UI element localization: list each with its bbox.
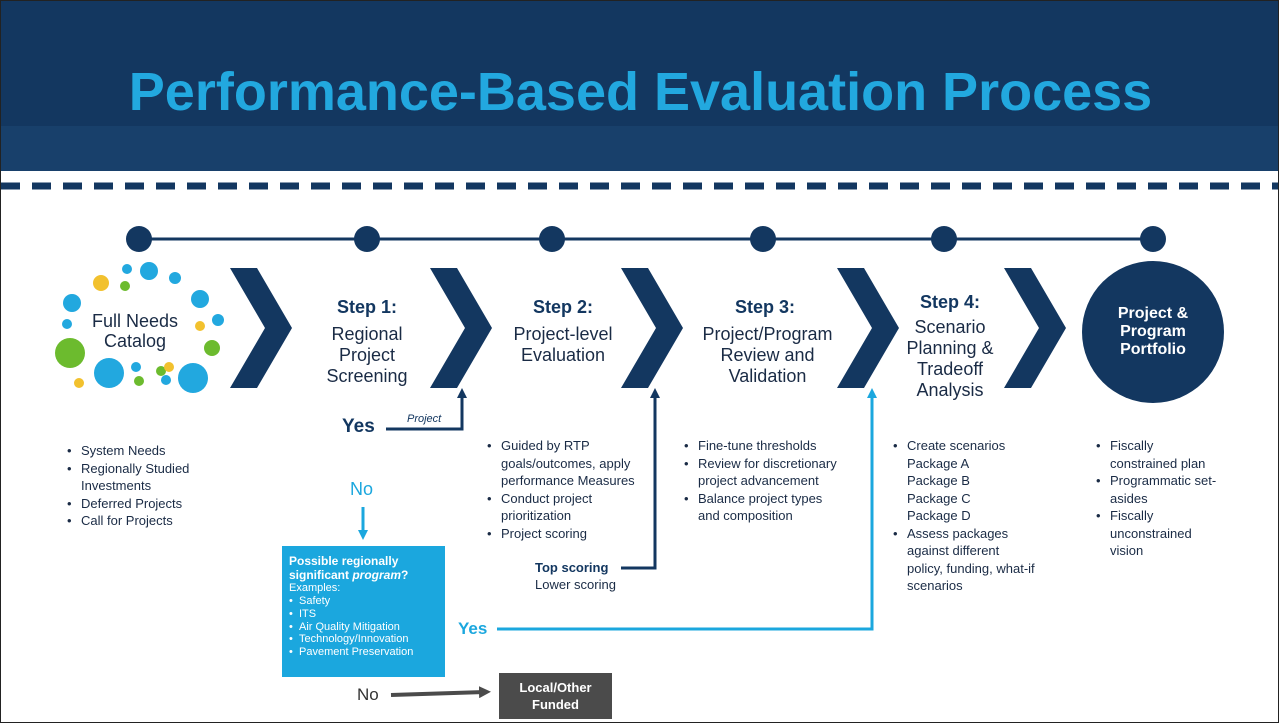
list-item: Pavement Preservation xyxy=(289,646,438,659)
step1-label-line: Project xyxy=(338,345,396,365)
step3-label-line: Validation xyxy=(728,366,807,386)
step2-bullets: Guided by RTP goals/outcomes, apply perf… xyxy=(487,437,637,542)
timeline-node xyxy=(126,226,152,252)
timeline-node xyxy=(750,226,776,252)
portfolio-label-line: Project & xyxy=(1117,305,1189,322)
portfolio-label: Project & Program Portfolio xyxy=(1088,305,1218,359)
step4-label-line: Planning & xyxy=(906,338,994,358)
list-item: Guided by RTP goals/outcomes, apply perf… xyxy=(487,437,637,490)
package-item: Package A xyxy=(907,455,970,471)
package-item: Package C xyxy=(907,490,971,506)
list-item: Technology/Innovation xyxy=(289,633,438,646)
list-item: System Needs xyxy=(67,442,237,460)
step2-title: Step 2: xyxy=(532,297,593,317)
chevron-arrow-icon xyxy=(621,268,683,388)
package-item: Package B xyxy=(907,473,970,488)
portfolio-label-line: Program xyxy=(1120,323,1186,340)
step2-label: Project-level Evaluation xyxy=(483,324,643,366)
step3-label: Project/Program Review and Validation xyxy=(690,324,845,387)
list-item: Safety xyxy=(289,595,438,608)
package-item: Package D xyxy=(907,508,971,523)
step3-title: Step 3: xyxy=(734,297,795,317)
local-box-line: Funded xyxy=(532,697,579,712)
list-item: Fiscally unconstrained vision xyxy=(1096,507,1221,560)
portfolio-label-line: Portfolio xyxy=(1120,341,1186,358)
top-scoring-arrow xyxy=(621,388,660,570)
chevron-arrow-icon xyxy=(837,268,899,388)
list-item: Create scenarios xyxy=(893,437,1038,455)
list-item: ITS xyxy=(289,608,438,621)
step1-title: Step 1: xyxy=(336,297,397,317)
yes-label: Yes xyxy=(342,416,375,437)
step2-label-line: Evaluation xyxy=(520,345,606,365)
project-label: Project xyxy=(407,413,442,425)
examples-label: Examples: xyxy=(289,582,341,594)
list-item: Conduct project prioritization xyxy=(487,490,637,525)
no-local-label: No xyxy=(357,685,379,704)
program-box-heading-text: Possible regionally significant xyxy=(289,554,399,582)
step1-label: Regional Project Screening xyxy=(292,324,442,387)
timeline-node xyxy=(354,226,380,252)
step3-bullets: Fine-tune thresholds Review for discreti… xyxy=(684,437,844,525)
list-item: Programmatic set-asides xyxy=(1096,472,1221,507)
list-item: Fiscally constrained plan xyxy=(1096,437,1221,472)
step1-label-line: Regional xyxy=(331,324,403,344)
catalog-label: Full Needs Catalog xyxy=(75,311,195,351)
step4-label-line: Tradeoff xyxy=(916,359,984,379)
list-item: Review for discretionary project advance… xyxy=(684,455,844,490)
list-item: Project scoring xyxy=(487,525,637,543)
list-item: Deferred Projects xyxy=(67,495,237,513)
yes-project-arrow xyxy=(386,388,467,431)
chevron-arrow-icon xyxy=(1004,268,1066,388)
program-box-heading-end: ? xyxy=(401,568,409,582)
list-item: Fine-tune thresholds xyxy=(684,437,844,455)
program-box-heading-emphasis: program xyxy=(352,568,402,582)
chevron-arrow-icon xyxy=(430,268,492,388)
program-box: Possible regionally significant program?… xyxy=(282,546,445,677)
yes-program-arrow xyxy=(497,388,877,631)
step3-label-line: Project/Program xyxy=(702,324,833,344)
catalog-label-line: Full Needs xyxy=(91,311,179,331)
step4-label: Scenario Planning & Tradeoff Analysis xyxy=(885,317,1015,401)
list-item: Call for Projects xyxy=(67,512,237,530)
portfolio-bullets: Fiscally constrained plan Programmatic s… xyxy=(1096,437,1221,560)
title-banner-band xyxy=(1,126,1278,171)
no-local-arrow xyxy=(390,686,491,699)
step4-title: Step 4: xyxy=(919,292,980,312)
local-funded-box: Local/Other Funded xyxy=(499,673,612,719)
catalog-label-line: Catalog xyxy=(103,331,167,351)
needs-catalog-bubbles-icon xyxy=(55,262,224,393)
page-title: Performance-Based Evaluation Process xyxy=(128,62,1153,122)
step4-bullets: Create scenarios Package A Package B Pac… xyxy=(893,437,1038,595)
catalog-bullets: System Needs Regionally Studied Investme… xyxy=(67,442,237,530)
portfolio-circle xyxy=(1082,261,1224,403)
list-item: Regionally Studied Investments xyxy=(67,460,237,495)
list-item: Balance project types and composition xyxy=(684,490,844,525)
lower-scoring-label: Lower scoring xyxy=(535,577,616,592)
no-label: No xyxy=(350,479,374,499)
dashed-divider xyxy=(1,182,1278,190)
step4-label-line: Scenario xyxy=(914,317,986,337)
step1-label-line: Screening xyxy=(326,366,408,386)
list-item: Air Quality Mitigation xyxy=(289,621,438,634)
chevron-arrow-icon xyxy=(230,268,292,388)
local-box-line: Local/Other xyxy=(519,680,592,695)
program-box-heading: Possible regionally significant program? xyxy=(289,554,438,582)
timeline-node xyxy=(539,226,565,252)
timeline-node xyxy=(1140,226,1166,252)
list-item: Assess packages against different policy… xyxy=(893,525,1038,595)
top-scoring-label: Top scoring xyxy=(535,560,609,575)
yes-program-label: Yes xyxy=(458,619,488,638)
step2-label-line: Project-level xyxy=(513,324,613,344)
timeline-node xyxy=(931,226,957,252)
timeline xyxy=(126,226,1166,252)
examples-list: Safety ITS Air Quality Mitigation Techno… xyxy=(289,595,438,659)
step4-label-line: Analysis xyxy=(916,380,984,400)
step3-label-line: Review and xyxy=(720,345,815,365)
